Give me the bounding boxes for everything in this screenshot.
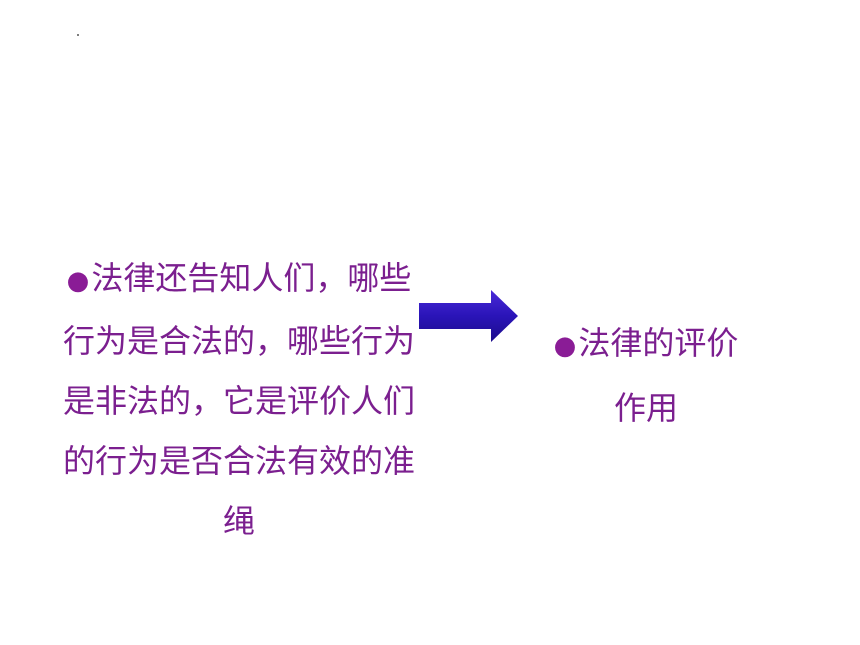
small-dot-mark: [77, 34, 79, 36]
right-statement: ●法律的评价作用: [540, 312, 752, 439]
left-statement-text: 法律还告知人们，哪些行为是合法的，哪些行为是非法的，它是评价人们的行为是否合法有…: [62, 259, 415, 540]
bullet-icon: ●: [66, 266, 90, 296]
right-statement-text: 法律的评价作用: [578, 324, 739, 427]
bullet-icon: ●: [553, 331, 577, 361]
right-arrow-icon: [419, 290, 518, 342]
left-statement: ●法律还告知人们，哪些行为是合法的，哪些行为是非法的，它是评价人们的行为是否合法…: [58, 248, 420, 551]
